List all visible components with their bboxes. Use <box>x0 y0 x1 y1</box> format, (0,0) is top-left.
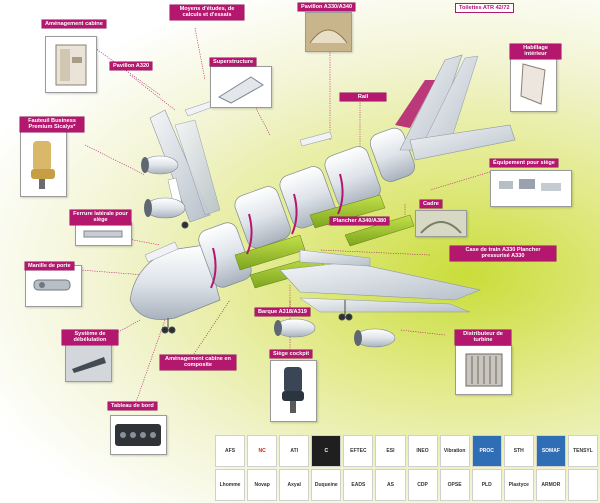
logo-somaf: SOMAF <box>535 435 566 467</box>
label-cabin-fitting: Aménagement cabine <box>42 20 106 29</box>
logo-nc: NC <box>247 435 278 467</box>
label-atr-toilets: Toilettes ATR 42/72 <box>455 3 514 14</box>
logo-lhomme: Lhomme <box>215 469 246 501</box>
logo-pld: PLD <box>471 469 502 501</box>
label-frame: Cadre <box>420 200 442 209</box>
logo-eads: EADS <box>343 469 374 501</box>
instrument-panel-photo <box>110 415 167 455</box>
logo-ineo: INEO <box>407 435 438 467</box>
label-a340-floor: Plancher A340/A380 <box>330 217 390 226</box>
logo-armor: ARMOR <box>535 469 566 501</box>
logo-duqueine: Duqueine <box>311 469 342 501</box>
seat-equipment-photo <box>490 170 572 207</box>
logo-cdp: CDP <box>407 469 438 501</box>
label-instrument-panel: Tableau de bord <box>108 402 157 411</box>
label-turbine-distributor: Distributeur de turbine <box>455 330 511 345</box>
logo-tensyl: TENSYL <box>567 435 598 467</box>
label-interior-lining: Habillage intérieur <box>510 44 561 59</box>
logo-sth: STH <box>503 435 534 467</box>
cabin-fitting-photo <box>45 36 97 93</box>
label-door-shackle: Manille de porte <box>25 262 74 271</box>
logo-afs: AFS <box>215 435 246 467</box>
label-research-means: Moyens d'études, de calculs et d'essais <box>170 5 244 20</box>
label-a320-ceiling: Pavillon A320 <box>110 62 153 71</box>
label-a330-ceiling: Pavillon A330/A340 <box>298 3 356 12</box>
logo-vibration: Vibration <box>439 435 470 467</box>
logo-novap: Novap <box>247 469 278 501</box>
partner-logos-strip: AFS NC ATI C EFTEC ESI INEO Vibration PR… <box>213 433 600 503</box>
frame-photo <box>415 210 467 237</box>
label-business-seat: Fauteuil Business Premium Sicalys* <box>20 117 84 132</box>
logo-c: C <box>311 435 342 467</box>
label-seat-fitting: Ferrure latérale pour siège <box>70 210 131 225</box>
logo-esi: ESI <box>375 435 406 467</box>
business-seat-photo <box>20 130 67 197</box>
logo-as: AS <box>375 469 406 501</box>
label-composite-cabin: Aménagement cabine en composite <box>160 355 236 370</box>
cockpit-seat-photo <box>270 360 317 422</box>
interior-lining-photo <box>510 55 557 112</box>
logo-proc: PROC <box>471 435 502 467</box>
logo-opse: OPSE <box>439 469 470 501</box>
turbine-distributor-photo <box>455 345 512 395</box>
door-shackle-photo <box>25 265 82 307</box>
logo-plastyce: Plastyce <box>503 469 534 501</box>
label-de-icing-system: Système de débélulation <box>62 330 118 345</box>
logo-axyal: Axyal <box>279 469 310 501</box>
label-superstructure: Superstructure <box>210 58 257 67</box>
seat-fitting-photo <box>75 222 132 246</box>
label-landing-gear-bay: Case de train A330 Plancher pressurisé A… <box>450 246 556 261</box>
label-cockpit-seat: Siège cockpit <box>270 350 313 359</box>
superstructure-photo <box>210 66 272 108</box>
de-icing-system-photo <box>65 342 112 382</box>
label-a318-keel: Barque A318/A319 <box>255 308 310 317</box>
label-rail: Rail <box>340 93 386 102</box>
label-seat-equipment: Équipement pour siège <box>490 159 558 168</box>
a330-ceiling-photo <box>305 12 352 52</box>
logo-empty <box>567 469 598 501</box>
logo-eftec: EFTEC <box>343 435 374 467</box>
logo-ati: ATI <box>279 435 310 467</box>
